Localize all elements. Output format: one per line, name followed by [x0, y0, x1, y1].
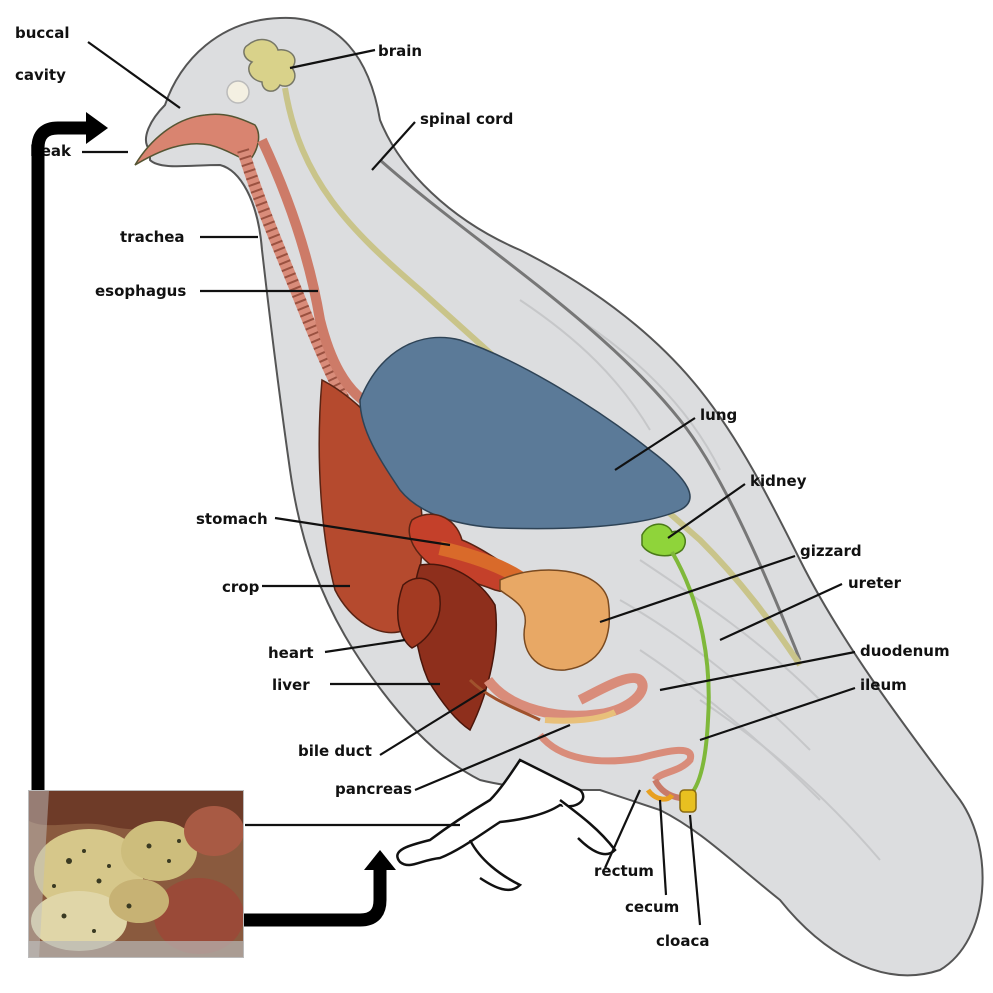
label-lung: lung [700, 406, 737, 424]
label-cloaca: cloaca [656, 932, 709, 950]
meat-photo-art [29, 791, 243, 957]
label-crop: crop [222, 578, 260, 596]
eye [227, 81, 249, 103]
label-stomach: stomach [196, 510, 268, 528]
label-ureter: ureter [848, 574, 902, 592]
arrow-head-beak [86, 112, 108, 144]
arrow-photo-to-feet [244, 868, 380, 920]
cloaca-organ [680, 790, 696, 812]
cooked-meat-photo [28, 790, 244, 958]
label-esophagus: esophagus [95, 282, 186, 300]
label-buccal-line1: buccal [15, 24, 69, 42]
label-pancreas: pancreas [335, 780, 412, 798]
arrow-head-feet [364, 850, 396, 870]
label-kidney: kidney [750, 472, 807, 490]
label-heart: heart [268, 644, 314, 662]
label-ileum: ileum [860, 676, 907, 694]
label-brain: brain [378, 42, 422, 60]
arrow-photo-to-beak [38, 128, 88, 790]
label-rectum: rectum [594, 862, 654, 880]
label-trachea: trachea [120, 228, 185, 246]
label-gizzard: gizzard [800, 542, 862, 560]
label-liver: liver [272, 676, 310, 694]
label-bile-duct: bile duct [298, 742, 372, 760]
label-spinal-cord: spinal cord [420, 110, 513, 128]
label-duodenum: duodenum [860, 642, 950, 660]
label-cecum: cecum [625, 898, 679, 916]
label-buccal-line2: cavity [15, 66, 66, 84]
